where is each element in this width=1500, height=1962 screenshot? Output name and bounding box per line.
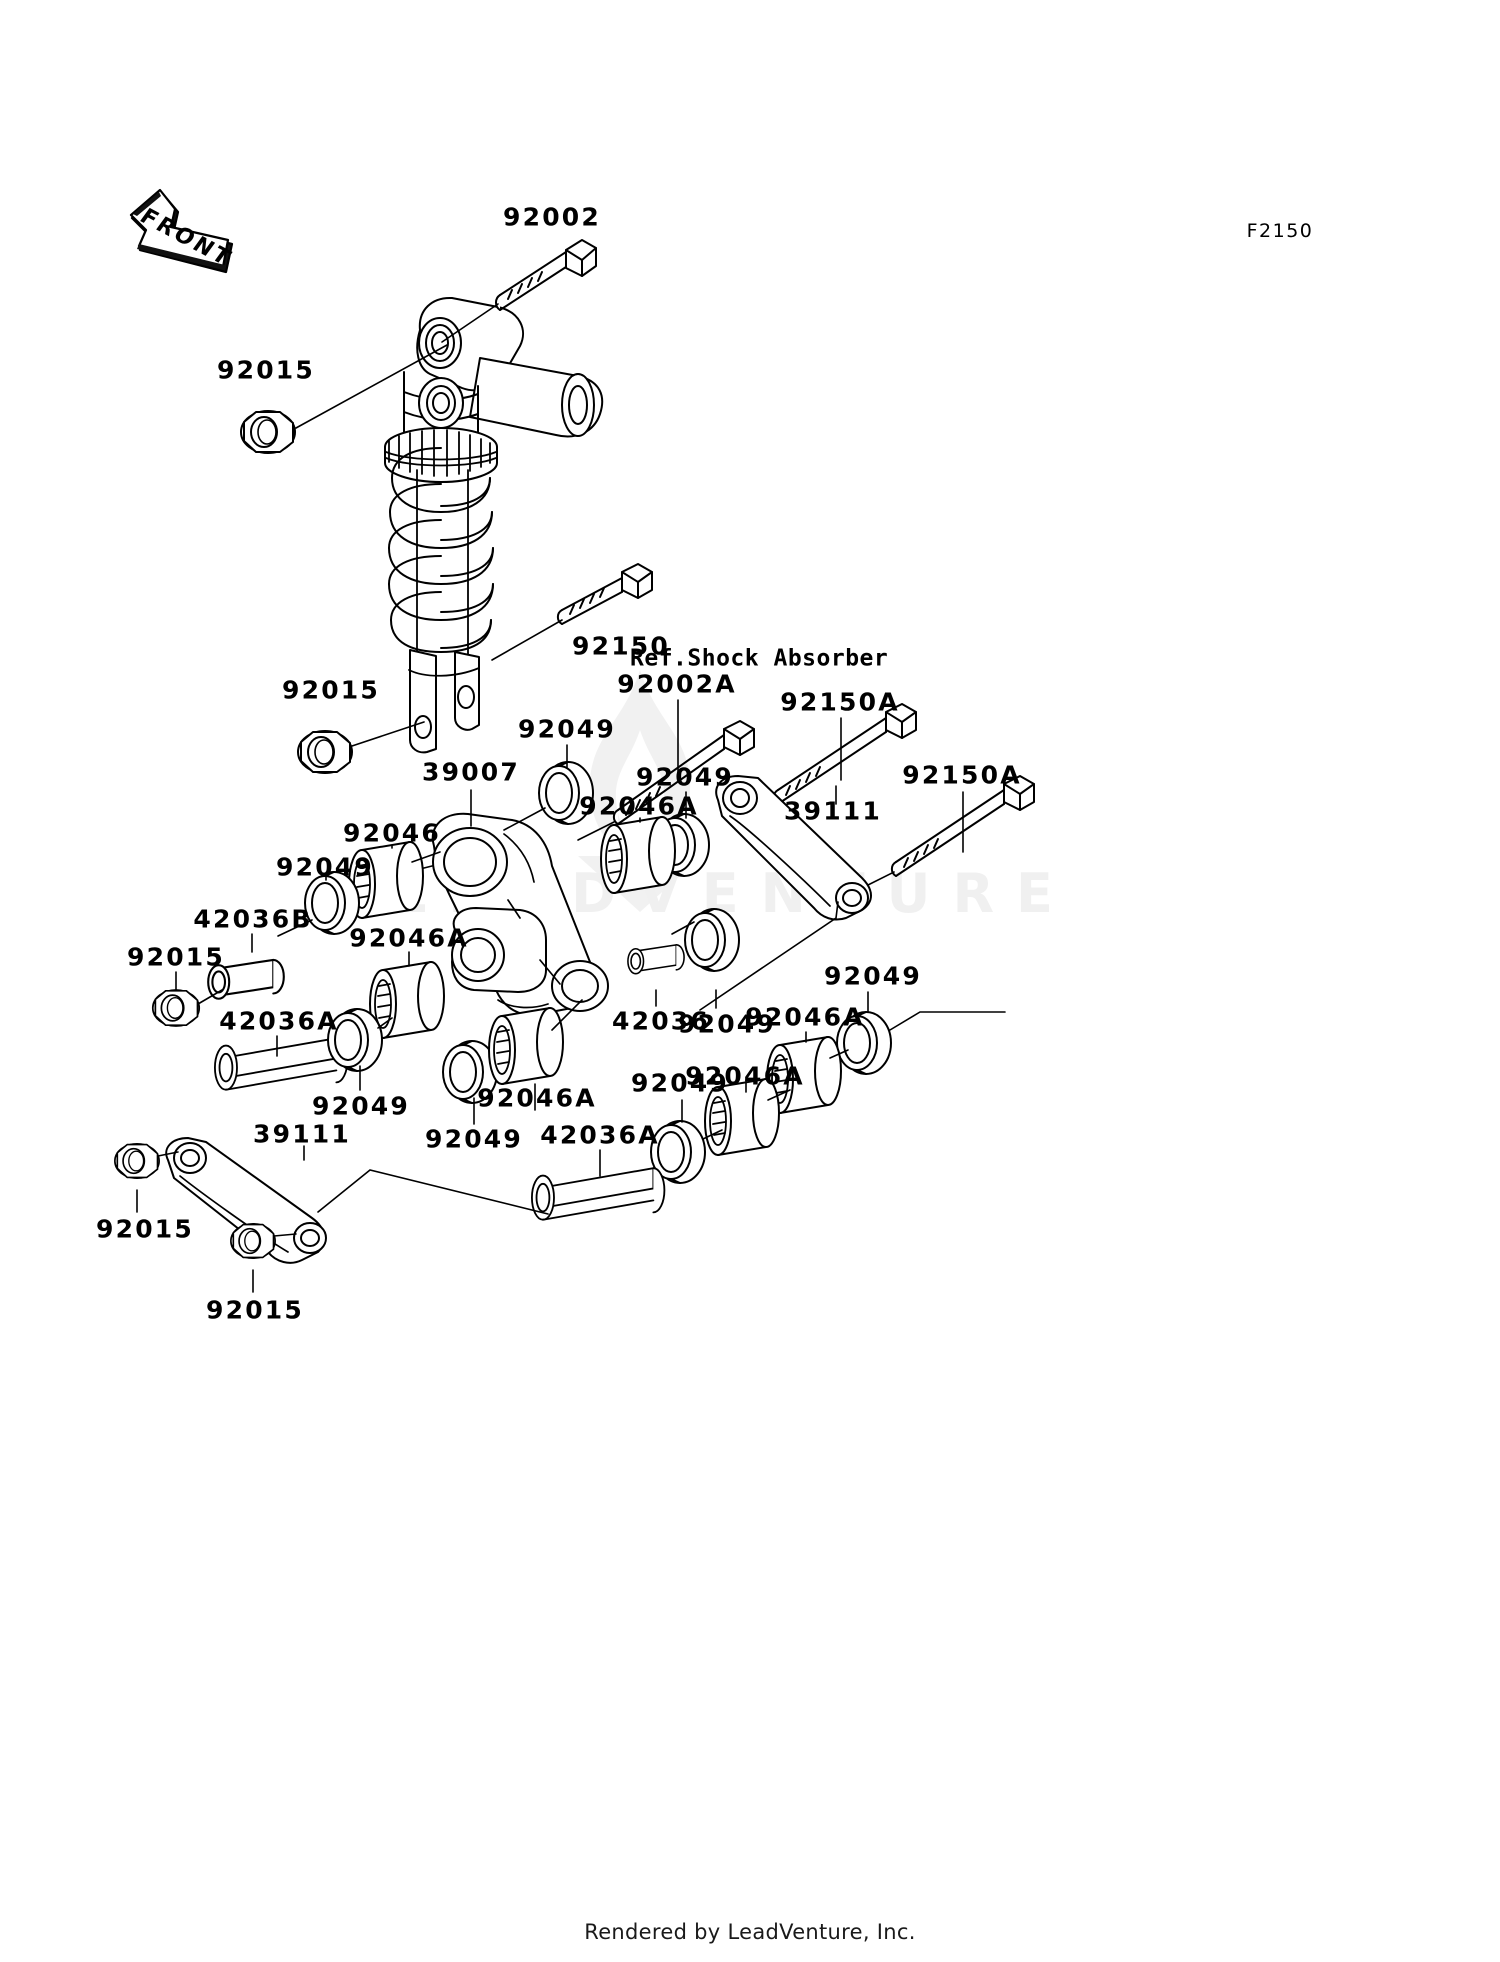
part-number-label[interactable]: 92046A <box>685 1061 805 1091</box>
part-number-label[interactable]: 39007 <box>422 757 520 787</box>
part-number-label[interactable]: 42036 <box>612 1006 710 1036</box>
seal-92049-midleft <box>327 1008 393 1091</box>
part-number-label[interactable]: 92002 <box>503 202 601 232</box>
seal-92049-lower-right <box>650 1099 723 1184</box>
nut-92015-upper <box>240 344 448 454</box>
bolt-92002 <box>441 239 597 343</box>
shock-absorber-assembly <box>384 296 604 754</box>
collar-42036 <box>627 944 685 1007</box>
part-number-label[interactable]: 92150A <box>902 760 1022 790</box>
collar-42036a-bottom <box>317 1149 666 1221</box>
bolt-92150 <box>491 563 653 661</box>
part-number-label[interactable]: 92049 <box>636 762 734 792</box>
part-number-label[interactable]: 92046A <box>477 1083 597 1113</box>
nut-92015-left <box>151 971 223 1027</box>
part-number-label[interactable]: 92049 <box>678 1009 776 1039</box>
rocker-arm-39007 <box>359 789 609 1016</box>
part-number-label[interactable]: 92046A <box>349 923 469 953</box>
seal-92049-left-upper <box>277 871 360 937</box>
part-number-label[interactable]: 92049 <box>312 1091 410 1121</box>
part-number-label[interactable]: 92049 <box>824 961 922 991</box>
tie-rod-39111-lower <box>165 1137 327 1264</box>
part-number-label[interactable]: 92049 <box>276 852 374 882</box>
bearing-92046a-mid-upper <box>600 816 676 894</box>
bearing-92046a-midleft <box>369 951 445 1039</box>
part-number-label[interactable]: 92150A <box>780 687 900 717</box>
seal-92049-far-right <box>836 991 1006 1075</box>
bolt-92150a-upper <box>741 703 917 817</box>
collar-42036a-left <box>213 1035 349 1091</box>
sheet-code: F2150 <box>1246 220 1314 242</box>
part-number-label[interactable]: 92150 <box>572 631 670 661</box>
footer-credit: Rendered by LeadVenture, Inc. <box>584 1920 916 1944</box>
part-number-label[interactable]: 42036A <box>540 1120 660 1150</box>
part-number-label[interactable]: 39111 <box>253 1119 351 1149</box>
part-number-label[interactable]: 92049 <box>631 1068 729 1098</box>
bolt-92002a <box>577 699 755 841</box>
nut-92015-bottom-center <box>230 1222 297 1293</box>
bearing-92046a-lower-mid-right <box>704 1078 791 1156</box>
tie-rod-39111-upper <box>699 775 872 1011</box>
part-number-label[interactable]: 92049 <box>425 1124 523 1154</box>
part-number-label[interactable]: 42036B <box>193 904 313 934</box>
nut-92015-bottom-left <box>114 1142 179 1213</box>
seal-92049-right-mid <box>671 908 740 1009</box>
part-number-label[interactable]: 92049 <box>518 714 616 744</box>
nut-92015-shock-lower <box>297 721 425 774</box>
part-number-label[interactable]: 92046A <box>579 791 699 821</box>
shock-absorber-reference-note: Ref.Shock Absorber <box>630 645 889 672</box>
part-number-label[interactable]: 92015 <box>96 1214 194 1244</box>
part-number-label[interactable]: 39111 <box>784 796 882 826</box>
front-arrow-icon <box>129 188 234 274</box>
bolt-92150a-lower <box>861 775 1035 889</box>
seal-92049-upper-mid <box>503 744 594 831</box>
bearing-92046a-center-lower <box>488 999 583 1111</box>
part-number-label[interactable]: 92002A <box>617 669 737 699</box>
bearing-92046 <box>348 841 441 919</box>
part-number-label[interactable]: 92046A <box>745 1002 865 1032</box>
part-number-label[interactable]: 92015 <box>127 942 225 972</box>
part-number-label[interactable]: 42036A <box>219 1006 339 1036</box>
part-number-label[interactable]: 92046 <box>343 818 441 848</box>
collar-42036b <box>207 933 285 1000</box>
bearing-92046a-right-lower <box>766 1031 849 1114</box>
part-number-label[interactable]: 92015 <box>282 675 380 705</box>
part-number-label[interactable]: 92015 <box>206 1295 304 1325</box>
part-number-label[interactable]: 92015 <box>217 355 315 385</box>
